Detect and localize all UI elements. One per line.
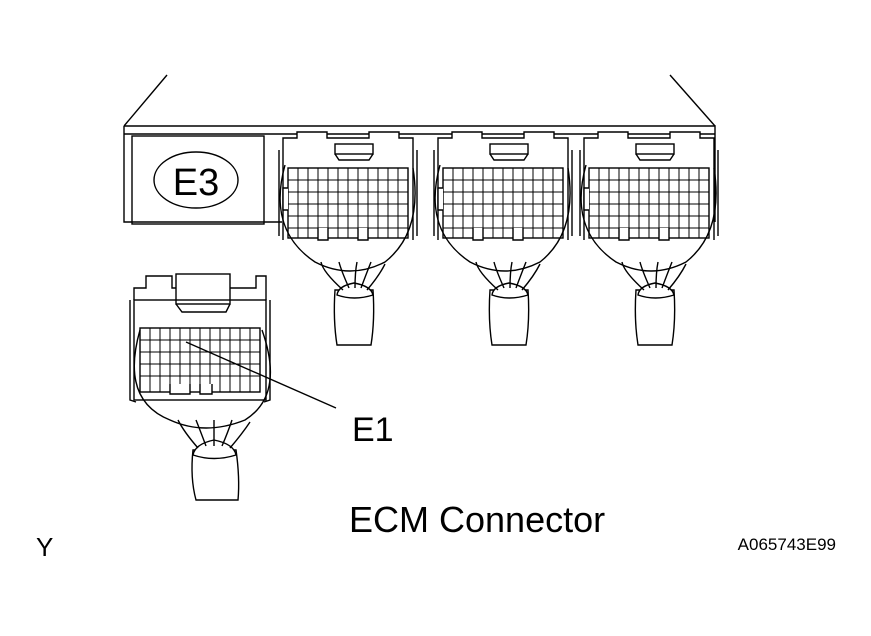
ecm-connector-plug-1: [278, 131, 418, 346]
e3-tag-label: E3: [173, 162, 219, 204]
ecm-housing: [123, 74, 716, 225]
e1-label: E1: [352, 411, 394, 449]
corner-letter: Y: [36, 532, 53, 562]
ecm-connector-plug-3: [579, 131, 719, 346]
ecm-connector-plug-2: [433, 131, 573, 346]
figure-caption: ECM Connector: [349, 499, 605, 540]
e1-leader-line: [185, 341, 337, 409]
e1-harness-connector: [129, 273, 272, 501]
e3-tag: E3: [153, 151, 239, 209]
figure-code: A065743E99: [738, 535, 836, 554]
